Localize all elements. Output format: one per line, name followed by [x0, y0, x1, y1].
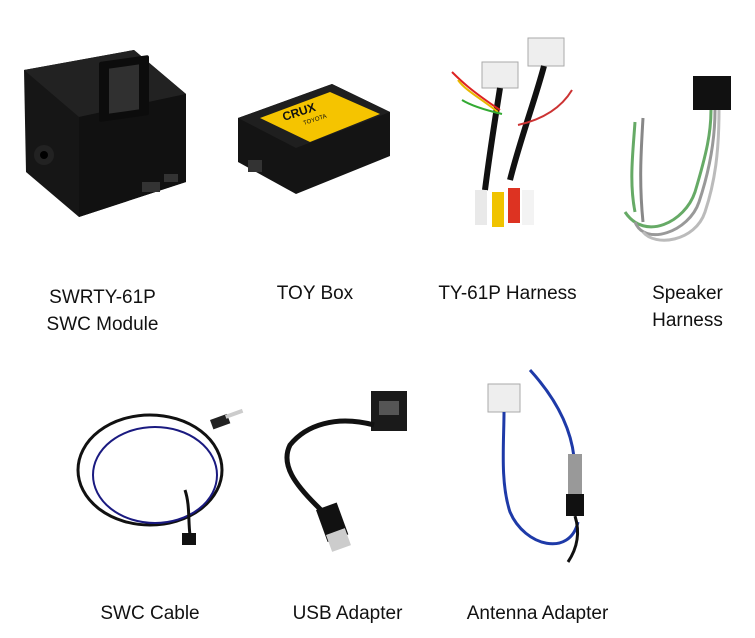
caption-line: SWRTY-61P — [49, 287, 156, 308]
caption-speaker-harness: Speaker Harness — [630, 280, 745, 334]
caption-swc-cable: SWC Cable — [80, 600, 220, 627]
caption-antenna-adapter: Antenna Adapter — [450, 600, 625, 627]
caption-line: TY-61P Harness — [438, 283, 577, 304]
caption-line: SWC Module — [46, 314, 159, 335]
harness-image — [440, 30, 580, 245]
swc-module-image — [14, 42, 194, 222]
caption-toy-box: TOY Box — [245, 280, 385, 307]
toy-box-image: CRUX TOYOTA — [234, 78, 394, 196]
caption-usb-adapter: USB Adapter — [275, 600, 420, 627]
caption-line: SWC Cable — [100, 603, 200, 624]
swc-cable-image — [70, 395, 260, 555]
caption-line: USB Adapter — [292, 603, 403, 624]
caption-swc-module: SWRTY-61P SWC Module — [20, 284, 185, 338]
antenna-adapter-image — [470, 362, 610, 577]
speaker-harness-image — [615, 72, 750, 252]
usb-adapter-image — [276, 385, 426, 555]
caption-line: Harness — [652, 310, 723, 331]
caption-line: TOY Box — [276, 283, 354, 304]
caption-line: Antenna Adapter — [466, 603, 609, 624]
caption-ty61p-harness: TY-61P Harness — [420, 280, 595, 307]
caption-line: Speaker — [652, 283, 723, 304]
